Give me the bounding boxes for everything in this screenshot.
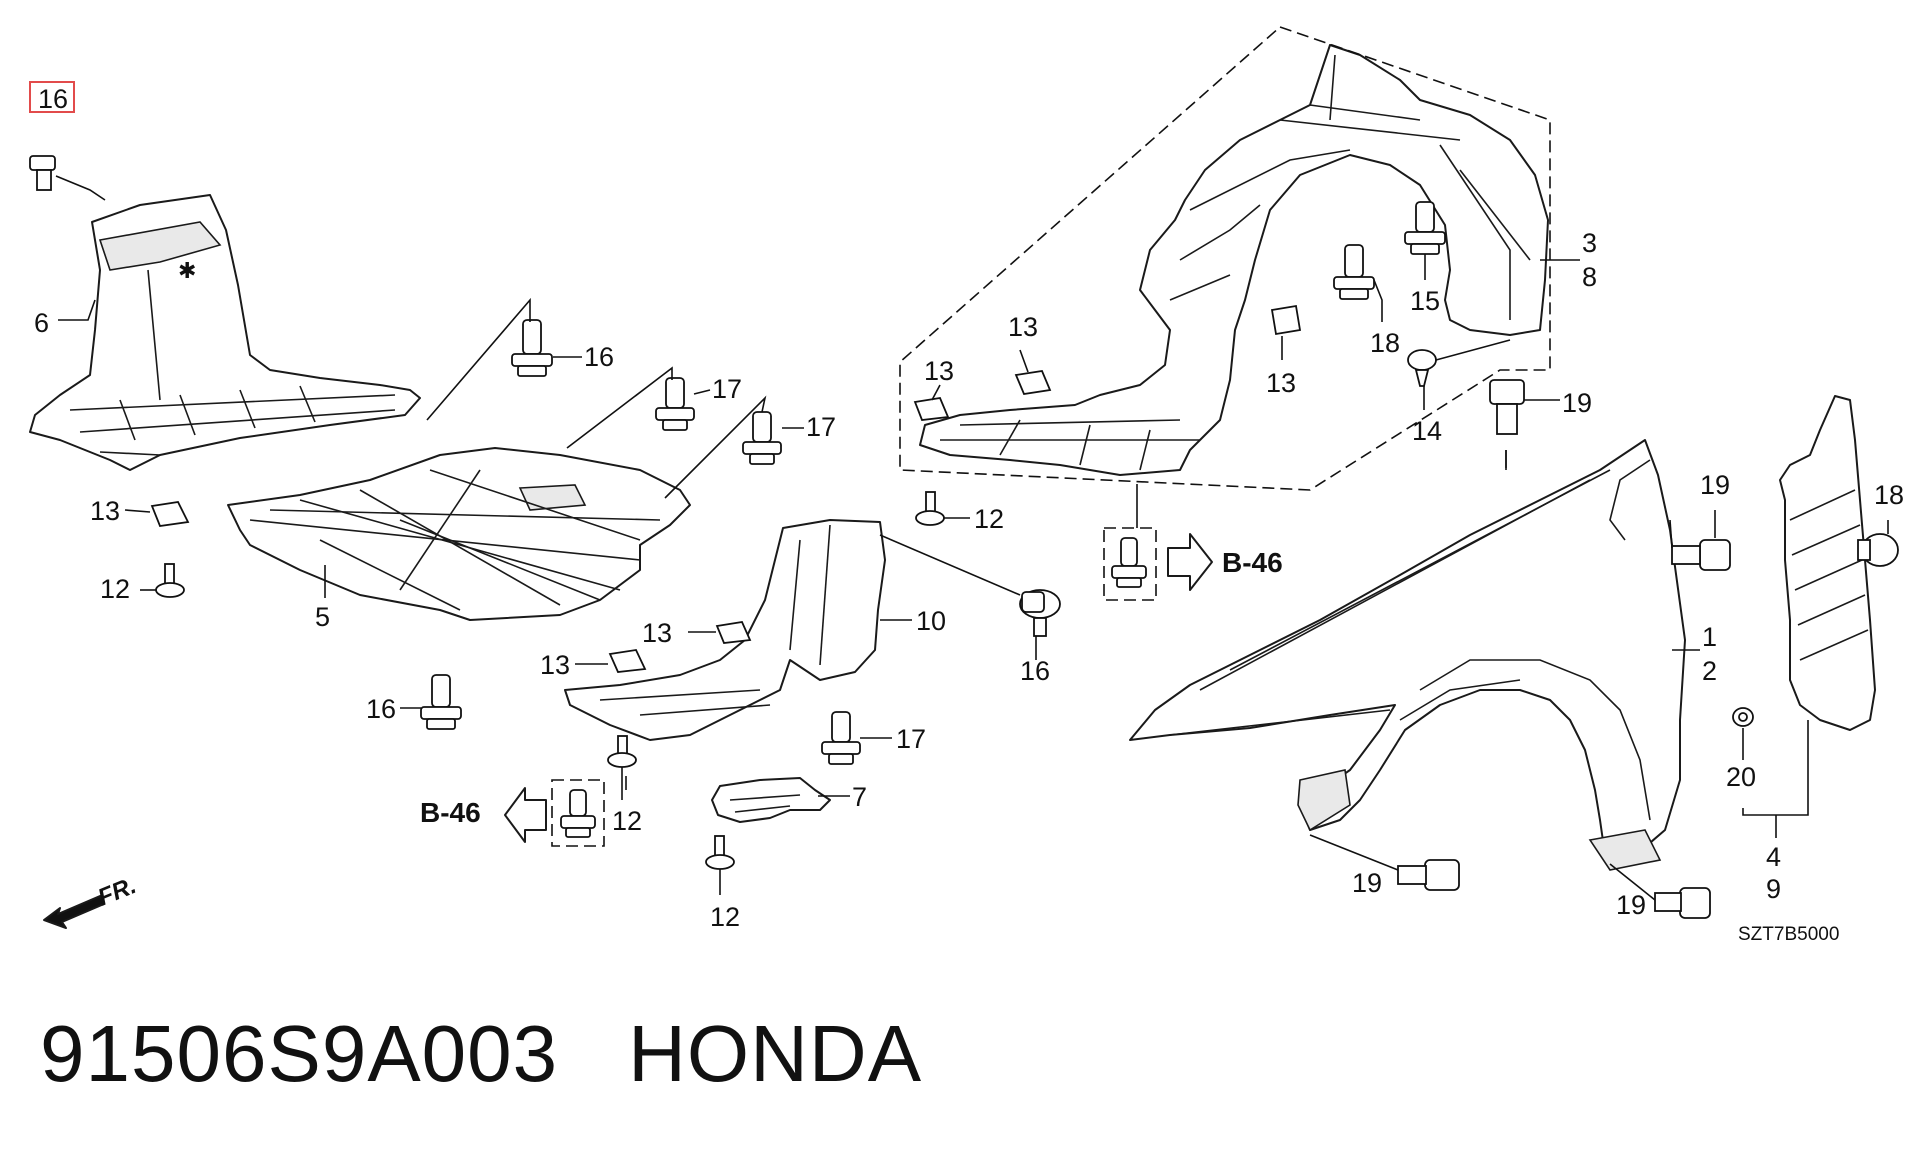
part-7-bracket[interactable] (711, 777, 831, 823)
leader-17-b (664, 395, 767, 499)
front-direction-marker: FR. (43, 872, 140, 929)
diagram-code: SZT7B5000 (1738, 924, 1839, 945)
clip-16-c[interactable] (879, 534, 1061, 660)
arrow-b46-right (1167, 533, 1213, 591)
highlight-box (29, 81, 75, 113)
callout-9[interactable]: 9 (1766, 874, 1781, 904)
leader-19-d (1609, 863, 1656, 901)
nut-13-d[interactable] (1014, 370, 1052, 395)
part-3-8-fender-liner[interactable] (919, 44, 1549, 476)
clip-15[interactable] (1404, 201, 1446, 280)
callout-17-c[interactable]: 17 (896, 724, 926, 754)
callout-12-d[interactable]: 12 (710, 902, 740, 932)
leader-17-a (566, 366, 673, 449)
callout-16-a[interactable]: 16 (584, 342, 614, 372)
nut-13-f[interactable] (1270, 304, 1302, 336)
callout-16-b[interactable]: 16 (366, 694, 396, 724)
screw-12-b[interactable] (915, 491, 970, 526)
callout-19-c[interactable]: 19 (1352, 868, 1382, 898)
callout-16-c[interactable]: 16 (1020, 656, 1050, 686)
bolt-19-d[interactable] (1654, 887, 1711, 919)
callout-5[interactable]: 5 (315, 602, 330, 632)
callout-15[interactable]: 15 (1410, 286, 1440, 316)
bolt-19-c[interactable] (1309, 834, 1460, 891)
callout-13-d[interactable]: 13 (1008, 312, 1038, 342)
clip-14[interactable] (1407, 339, 1511, 410)
callout-13-e[interactable]: 13 (924, 356, 954, 386)
callout-13-b[interactable]: 13 (642, 618, 672, 648)
callout-18-b[interactable]: 18 (1874, 480, 1904, 510)
callout-17-a[interactable]: 17 (712, 374, 742, 404)
callout-13-c[interactable]: 13 (540, 650, 570, 680)
clip-17-a[interactable] (655, 377, 711, 431)
callout-19-a[interactable]: 19 (1562, 388, 1592, 418)
clip-18-a[interactable] (1333, 244, 1383, 322)
leader-13-d (1019, 349, 1029, 373)
callout-17-b[interactable]: 17 (806, 412, 836, 442)
callout-12-c[interactable]: 12 (612, 806, 642, 836)
clip-16-top-left[interactable] (29, 155, 106, 201)
ref-b46-left[interactable]: B-46 (420, 797, 481, 828)
clip-ref-b46-left[interactable] (551, 779, 605, 847)
callout-13-f[interactable]: 13 (1266, 368, 1296, 398)
callout-19-d[interactable]: 19 (1616, 890, 1646, 920)
ref-b46-right[interactable]: B-46 (1222, 547, 1283, 578)
washer-20[interactable] (1732, 707, 1754, 760)
clip-16-b[interactable] (400, 674, 462, 730)
callout-19-b[interactable]: 19 (1700, 470, 1730, 500)
callout-20[interactable]: 20 (1726, 762, 1756, 792)
clip-18-b[interactable] (1857, 520, 1899, 567)
screw-12-d[interactable] (705, 835, 735, 895)
leader-16-a (426, 297, 531, 421)
callout-8[interactable]: 8 (1582, 262, 1597, 292)
part-6-under-cover[interactable]: ✱ (29, 194, 421, 471)
nut-13-c[interactable] (575, 649, 647, 673)
callout-6[interactable]: 6 (34, 308, 49, 338)
clip-ref-b46-right[interactable] (1103, 527, 1157, 601)
part-10-splash-shield[interactable] (564, 519, 886, 741)
clip-17-b[interactable] (742, 411, 804, 465)
liner-group-outline (899, 26, 1551, 491)
callout-18-a[interactable]: 18 (1370, 328, 1400, 358)
bolt-19-b[interactable] (1671, 510, 1731, 571)
nut-13-e[interactable] (913, 396, 950, 421)
part-1-2-front-fender[interactable] (1129, 439, 1686, 871)
callout-12-b[interactable]: 12 (974, 504, 1004, 534)
footer-part-info: 91506S9A003 HONDA (40, 1008, 922, 1100)
clip-17-c[interactable] (821, 711, 892, 765)
nut-13-b[interactable] (688, 621, 752, 644)
callout-4[interactable]: 4 (1766, 842, 1781, 872)
screw-12-c[interactable] (607, 735, 637, 800)
callout-13-a[interactable]: 13 (90, 496, 120, 526)
screw-12-a[interactable] (140, 563, 185, 598)
svg-text:✱: ✱ (178, 258, 196, 283)
callout-1[interactable]: 1 (1702, 622, 1717, 652)
clip-16-a[interactable] (511, 319, 582, 377)
nut-13-a[interactable] (124, 501, 190, 527)
front-marker-label: FR. (94, 872, 140, 912)
leader-6 (58, 299, 96, 321)
callout-14[interactable]: 14 (1412, 416, 1442, 446)
callout-12-a[interactable]: 12 (100, 574, 130, 604)
bolt-19-a[interactable] (1489, 379, 1560, 468)
callout-7[interactable]: 7 (852, 782, 867, 812)
leader-fender-19b (1669, 519, 1673, 549)
part-4-9-fender-seal[interactable] (1779, 395, 1876, 731)
callout-2[interactable]: 2 (1702, 656, 1717, 686)
leader-13-e (931, 384, 941, 401)
arrow-b46-left (504, 787, 547, 843)
part-5-under-cover[interactable] (227, 447, 691, 621)
brand-name: HONDA (628, 1009, 923, 1098)
callout-10[interactable]: 10 (916, 606, 946, 636)
part-number: 91506S9A003 (40, 1009, 559, 1098)
callout-16-highlighted[interactable]: 16 (38, 84, 68, 114)
callout-3[interactable]: 3 (1582, 228, 1597, 258)
